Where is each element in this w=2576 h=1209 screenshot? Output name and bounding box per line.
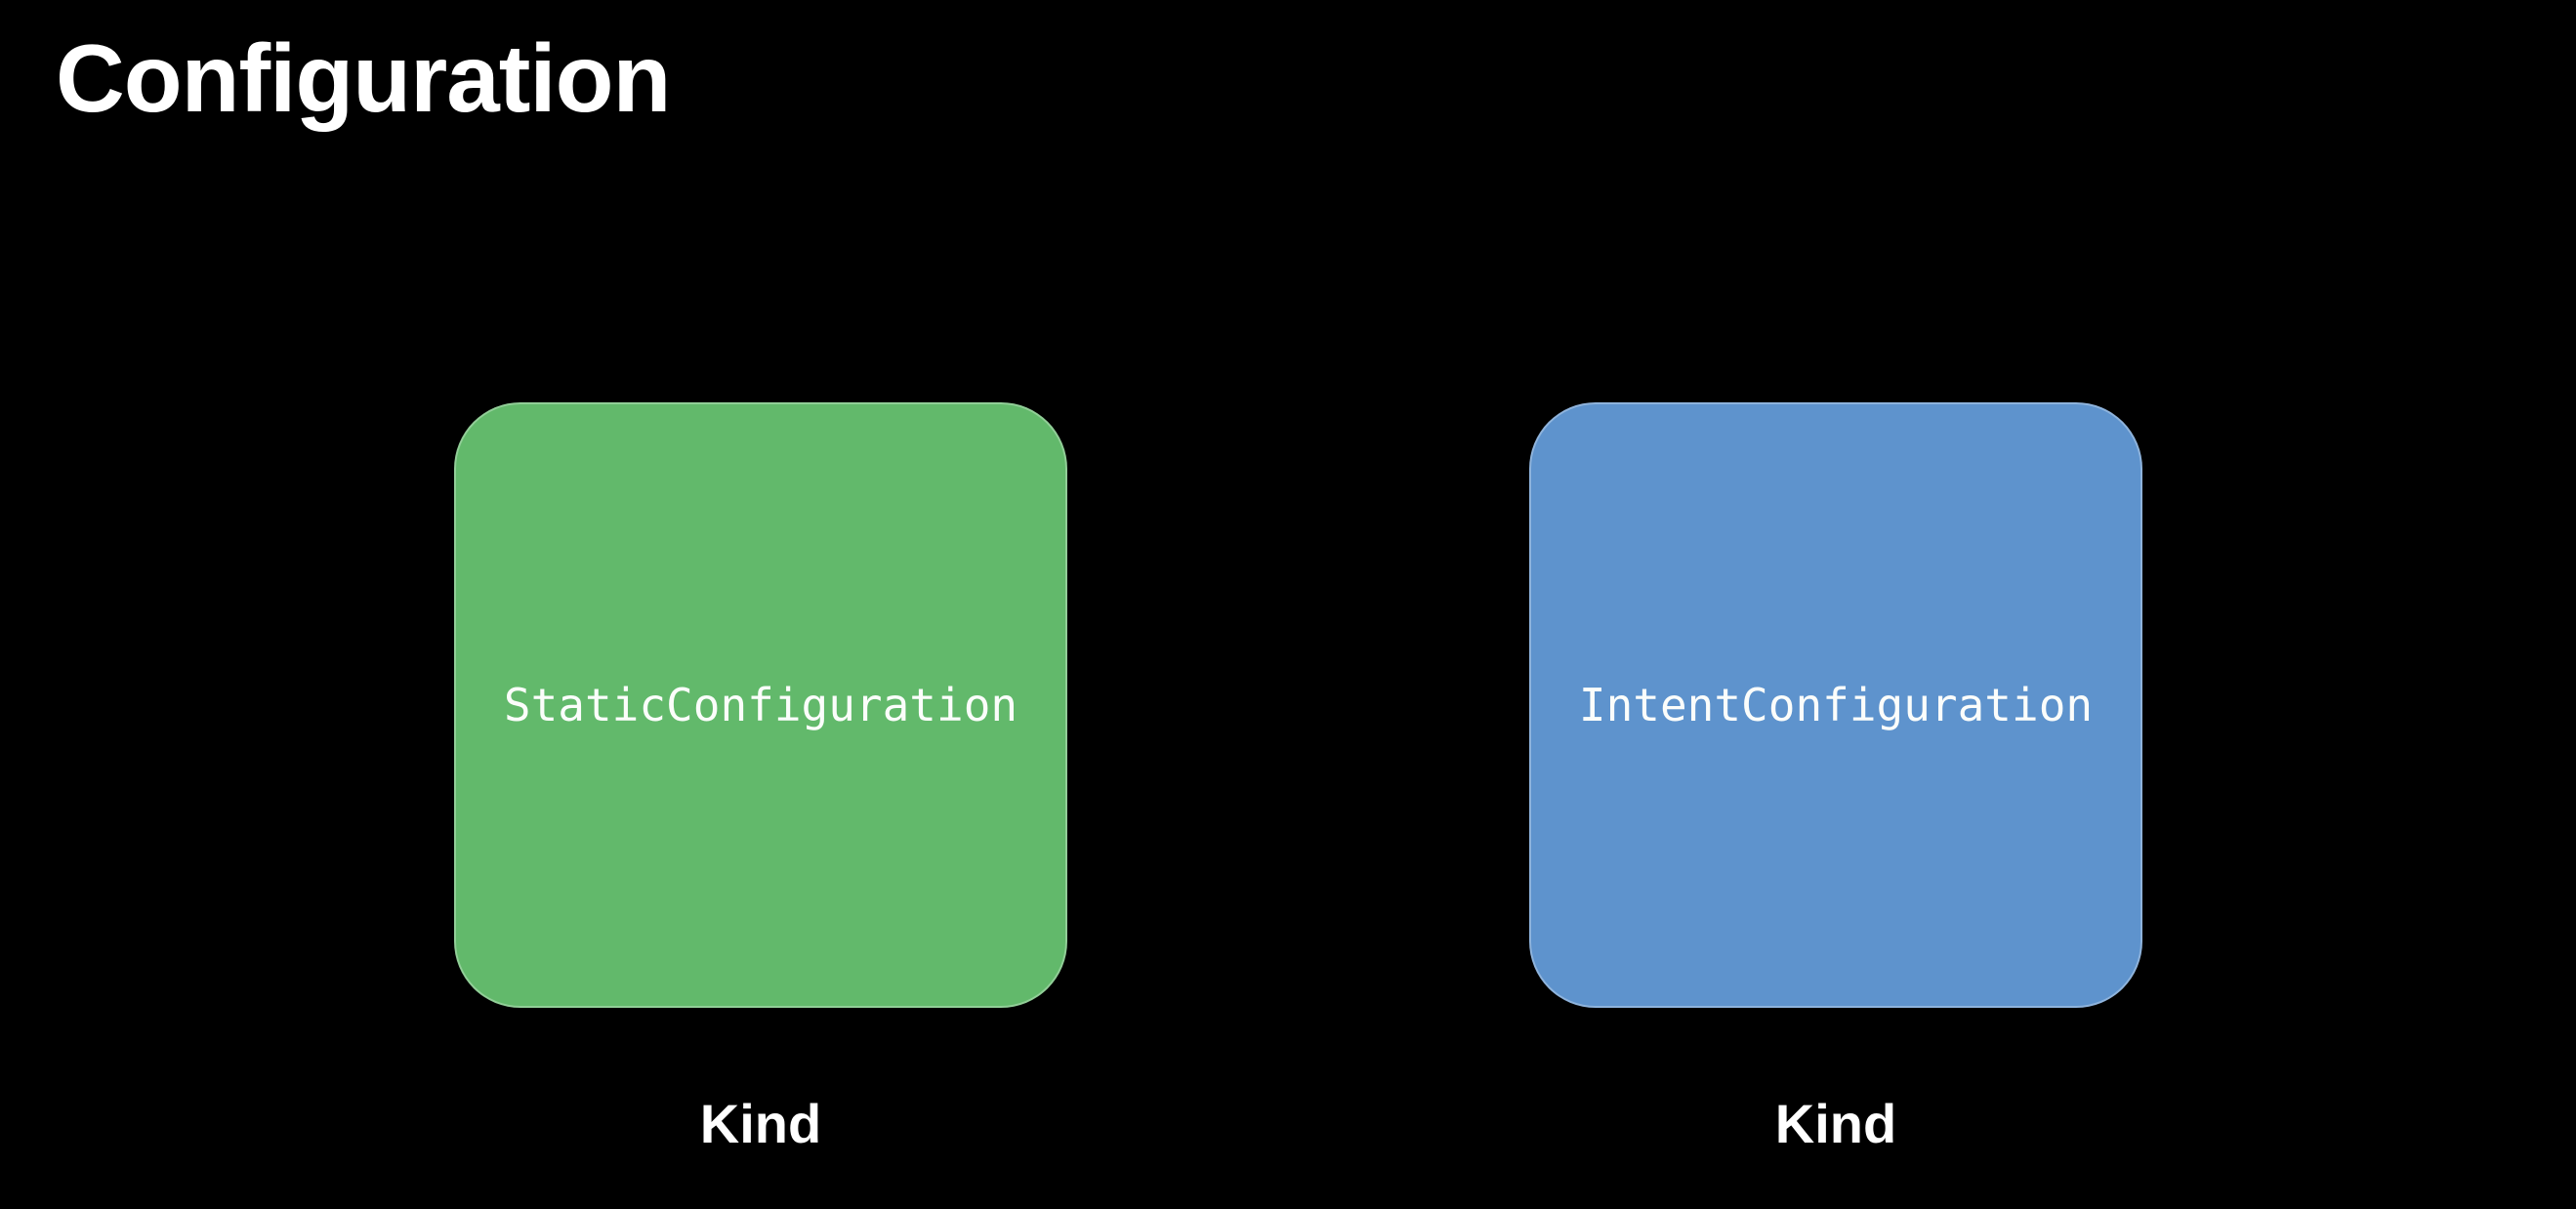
intent-configuration-label: IntentConfiguration [1578, 679, 2094, 731]
intent-kind-caption: Kind [1774, 1093, 1897, 1154]
intent-configuration-box: IntentConfiguration [1529, 402, 2142, 1008]
static-configuration-box: StaticConfiguration [454, 402, 1067, 1008]
slide-title: Configuration [56, 24, 671, 132]
static-kind-caption: Kind [699, 1093, 822, 1154]
static-configuration-label: StaticConfiguration [503, 679, 1018, 731]
